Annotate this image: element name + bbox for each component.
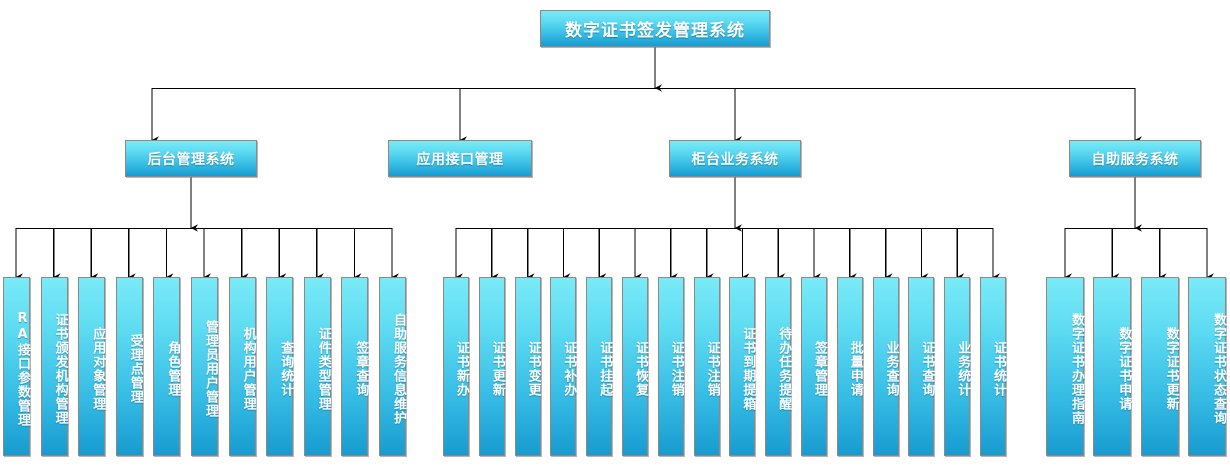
branch-node-selfservice[interactable]: 自助服务系统 [1069, 140, 1201, 177]
leaf-node[interactable]: 证书统计 [980, 277, 1006, 456]
branch-node-counter[interactable]: 柜台业务系统 [669, 140, 801, 177]
leaf-node[interactable]: 证书挂起 [586, 277, 613, 456]
leaf-node[interactable]: 数字证书办理指南 [1046, 277, 1084, 456]
leaf-node[interactable]: 签章查询 [341, 277, 369, 456]
leaf-node[interactable]: 数字证书更新 [1140, 277, 1179, 456]
leaf-node[interactable]: 证书注销 [693, 277, 720, 456]
leaf-node[interactable]: 管理员用户管理 [191, 277, 218, 456]
leaf-node[interactable]: 业务查询 [872, 277, 899, 456]
leaf-node[interactable]: 查询统计 [266, 277, 294, 456]
leaf-node[interactable]: 批量申请 [836, 277, 863, 456]
leaf-node[interactable]: 证书到期提箱 [729, 277, 756, 456]
leaf-node[interactable]: 机构用户管理 [228, 277, 256, 456]
leaf-node[interactable]: 应用对象管理 [78, 277, 106, 456]
leaf-node[interactable]: 受理点管理 [115, 277, 143, 456]
leaf-node[interactable]: RA接口参数管理 [3, 277, 30, 456]
leaf-node[interactable]: 证书新办 [443, 277, 469, 456]
branch-node-api[interactable]: 应用接口管理 [388, 140, 532, 177]
leaf-node[interactable]: 证书注销 [657, 277, 684, 456]
leaf-node[interactable]: 证书补办 [550, 277, 577, 456]
leaf-node[interactable]: 证书颁发机构管理 [40, 277, 68, 456]
leaf-node[interactable]: 证件类型管理 [303, 277, 331, 456]
leaf-node[interactable]: 证书恢复 [622, 277, 648, 456]
leaf-node[interactable]: 证书更新 [478, 277, 505, 456]
leaf-node[interactable]: 自助服务信息维护 [379, 277, 406, 456]
leaf-node[interactable]: 业务统计 [944, 277, 971, 456]
leaf-node[interactable]: 待办任务提醒 [765, 277, 792, 456]
leaf-node[interactable]: 数字证书申请 [1093, 277, 1132, 456]
leaf-node[interactable]: 数字证书状态查询 [1188, 277, 1226, 456]
leaf-node[interactable]: 证书查询 [908, 277, 935, 456]
branch-node-backoffice[interactable]: 后台管理系统 [125, 140, 257, 177]
leaf-node[interactable]: 角色管理 [153, 277, 181, 456]
root-node[interactable]: 数字证书签发管理系统 [540, 10, 770, 47]
leaf-node[interactable]: 证书变更 [514, 277, 541, 456]
leaf-node[interactable]: 签章管理 [801, 277, 827, 456]
